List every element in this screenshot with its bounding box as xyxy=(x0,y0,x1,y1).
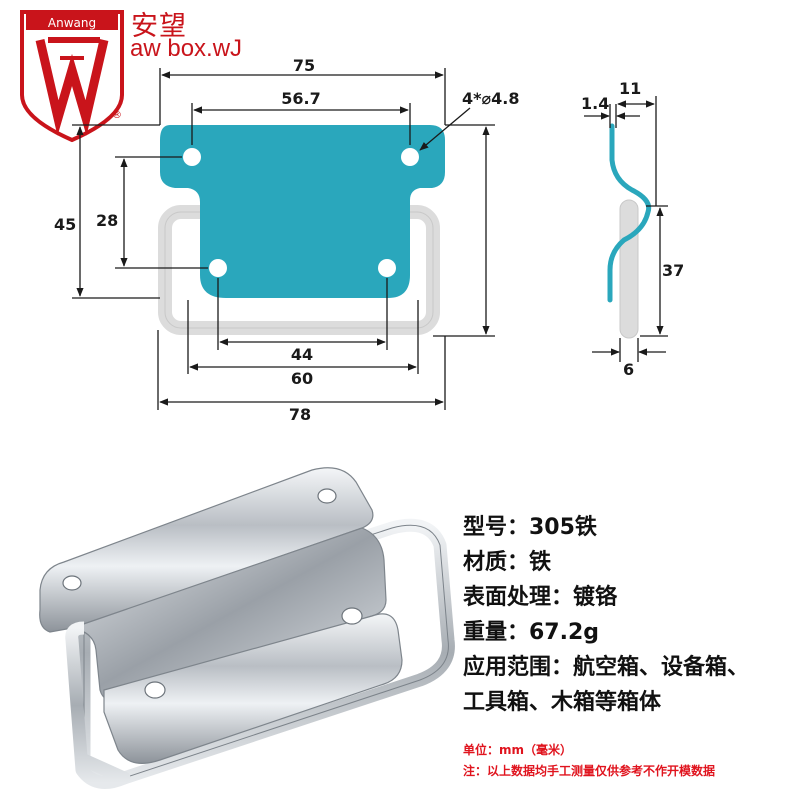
mount-hole xyxy=(378,259,396,277)
spec-material: 材质：铁 xyxy=(463,550,552,575)
brand-url: aw box.wJ xyxy=(130,35,243,62)
side-view xyxy=(607,123,652,339)
dimension-lines xyxy=(72,68,495,410)
dim-left-height: 45 xyxy=(54,215,76,234)
front-view xyxy=(158,125,445,335)
spec-model: 型号：305铁 xyxy=(463,515,597,540)
dim-side-height: 37 xyxy=(662,261,684,280)
dim-bottom-hole-spacing: 44 xyxy=(291,345,313,364)
dim-hole-spec: 4*⌀4.8 xyxy=(462,89,519,108)
dim-hole-spacing-top: 56.7 xyxy=(281,89,320,108)
spec-finish: 表面处理：镀铬 xyxy=(463,585,618,610)
product-photo xyxy=(39,467,455,789)
logo-text: Anwang xyxy=(48,16,96,30)
spec-weight: 重量：67.2g xyxy=(463,620,600,645)
dim-side-thickness: 1.4 xyxy=(581,94,609,113)
side-dimension-lines xyxy=(584,96,668,362)
dim-bottom-inner: 60 xyxy=(291,369,313,388)
spec-application-cont: 工具箱、木箱等箱体 xyxy=(463,690,662,715)
dim-bottom-overall: 78 xyxy=(289,405,311,424)
mount-hole xyxy=(209,259,227,277)
note-disclaimer: 注：以上数据均手工测量仅供参考不作开模数据 xyxy=(463,764,716,778)
registered-mark: ® xyxy=(112,110,122,121)
brand-logo: Anwang ® xyxy=(20,10,124,143)
dim-top-overall: 75 xyxy=(293,56,315,75)
dim-hole-spacing-vertical: 28 xyxy=(96,211,118,230)
brand-name-cn: 安望 xyxy=(131,11,187,42)
note-unit: 单位：mm（毫米） xyxy=(463,743,573,757)
mount-hole xyxy=(183,148,201,166)
spec-application: 应用范围：航空箱、设备箱、 xyxy=(463,655,750,680)
plate-shape xyxy=(160,125,445,298)
spec-list: 型号：305铁 材质：铁 表面处理：镀铬 重量：67.2g 应用范围：航空箱、设… xyxy=(463,510,749,720)
mount-hole xyxy=(401,148,419,166)
notes: 单位：mm（毫米） 注：以上数据均手工测量仅供参考不作开模数据 xyxy=(463,740,715,782)
dim-side-wire: 6 xyxy=(623,360,634,379)
dim-side-depth: 11 xyxy=(619,79,641,98)
